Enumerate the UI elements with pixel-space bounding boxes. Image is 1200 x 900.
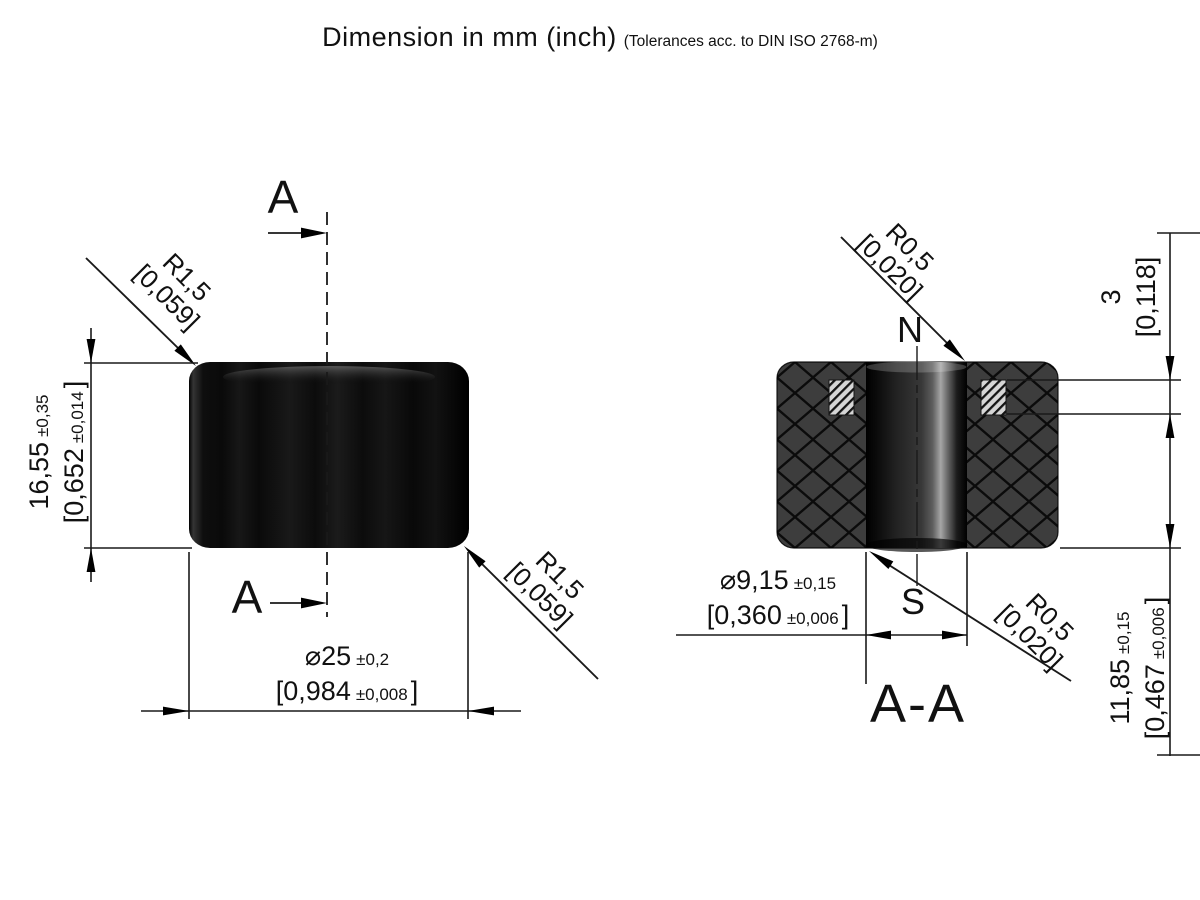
arrowhead — [1165, 414, 1175, 438]
leader-radius-top-left — [85, 257, 196, 366]
diameter-inch: [0,984 — [275, 676, 351, 706]
arrowhead — [942, 630, 967, 640]
arrowhead — [869, 551, 894, 569]
diameter-inch-bracket: ] — [410, 676, 419, 706]
thread-insert-left — [828, 379, 855, 416]
arrowhead — [866, 630, 891, 640]
front-view — [84, 212, 599, 719]
bore-inch: [0,360 — [706, 600, 782, 630]
arrowhead — [943, 339, 965, 361]
height-inch-bracket: ] — [59, 380, 89, 389]
arrowhead — [86, 339, 96, 363]
bore-mm: ⌀9,15 — [719, 565, 789, 595]
height-mm: 16,55 — [24, 441, 54, 510]
arrowhead — [174, 344, 196, 366]
arrowhead — [163, 706, 189, 716]
leader-radius-top — [840, 236, 965, 361]
section-view-label: A-A — [869, 674, 967, 734]
arrowhead — [1165, 356, 1175, 380]
dimension-height — [84, 328, 198, 582]
dimension-diameter — [141, 552, 521, 719]
diameter-inch-tolerance: ±0,008 — [355, 685, 408, 704]
depth-inch: [0,467 — [1140, 664, 1170, 740]
drawing-title: Dimension in mm (inch) (Tolerances acc. t… — [0, 22, 1200, 53]
knob-body — [189, 362, 469, 548]
depth-mm: 11,85 — [1105, 658, 1135, 725]
arrowhead — [464, 546, 486, 568]
diameter-mm: ⌀25 — [304, 641, 352, 671]
title-tolerance-note: (Tolerances acc. to DIN ISO 2768-m) — [623, 33, 878, 50]
depth-inch-tolerance: ±0,006 — [1149, 607, 1168, 660]
height-inch-tolerance: ±0,014 — [68, 391, 87, 444]
bore-inch-bracket: ] — [841, 600, 850, 630]
insert-height-inch: [0,118] — [1131, 256, 1161, 338]
section-view — [676, 232, 1200, 756]
arrowhead — [86, 548, 96, 572]
dimension-insert-and-depth — [1007, 232, 1200, 756]
diameter-mm-tolerance: ±0,2 — [356, 650, 390, 669]
height-mm-tolerance: ±0,35 — [33, 394, 52, 437]
insert-height-dimension-text: 3 [0,118] — [1096, 257, 1166, 338]
bore-inch-tolerance: ±0,006 — [786, 609, 839, 628]
depth-dimension-text: 11,85 ±0,15 [0,467 ±0,006] — [1105, 597, 1175, 739]
bore-dimension-text: ⌀9,15±0,15 [0,360±0,006] — [707, 565, 849, 635]
title-main: Dimension in mm (inch) — [322, 22, 617, 52]
thread-insert-right — [980, 379, 1007, 416]
section-letter-top: A — [267, 171, 299, 223]
knob-top-face-highlight — [223, 366, 435, 388]
surface-letter-s: S — [900, 581, 926, 622]
height-inch: [0,652 — [59, 448, 89, 524]
depth-inch-bracket: ] — [1140, 596, 1170, 605]
dimension-bore — [676, 552, 968, 684]
bore-mm-tolerance: ±0,15 — [793, 574, 837, 593]
height-dimension-text: 16,55 ±0,35 [0,652 ±0,014] — [24, 381, 94, 523]
arrowhead — [468, 706, 494, 716]
leader-radius-bottom-right — [464, 546, 599, 680]
section-arrow-bottom — [270, 597, 327, 609]
insert-height-mm: 3 — [1096, 289, 1126, 305]
surface-letter-n: N — [897, 309, 923, 350]
section-letter-bottom: A — [231, 571, 263, 623]
depth-mm-tolerance: ±0,15 — [1114, 611, 1133, 654]
diameter-dimension-text: ⌀25±0,2 [0,984±0,008] — [276, 641, 418, 711]
leader-radius-bottom — [869, 551, 1072, 682]
section-arrow-top — [268, 227, 327, 239]
arrowhead — [1165, 524, 1175, 548]
